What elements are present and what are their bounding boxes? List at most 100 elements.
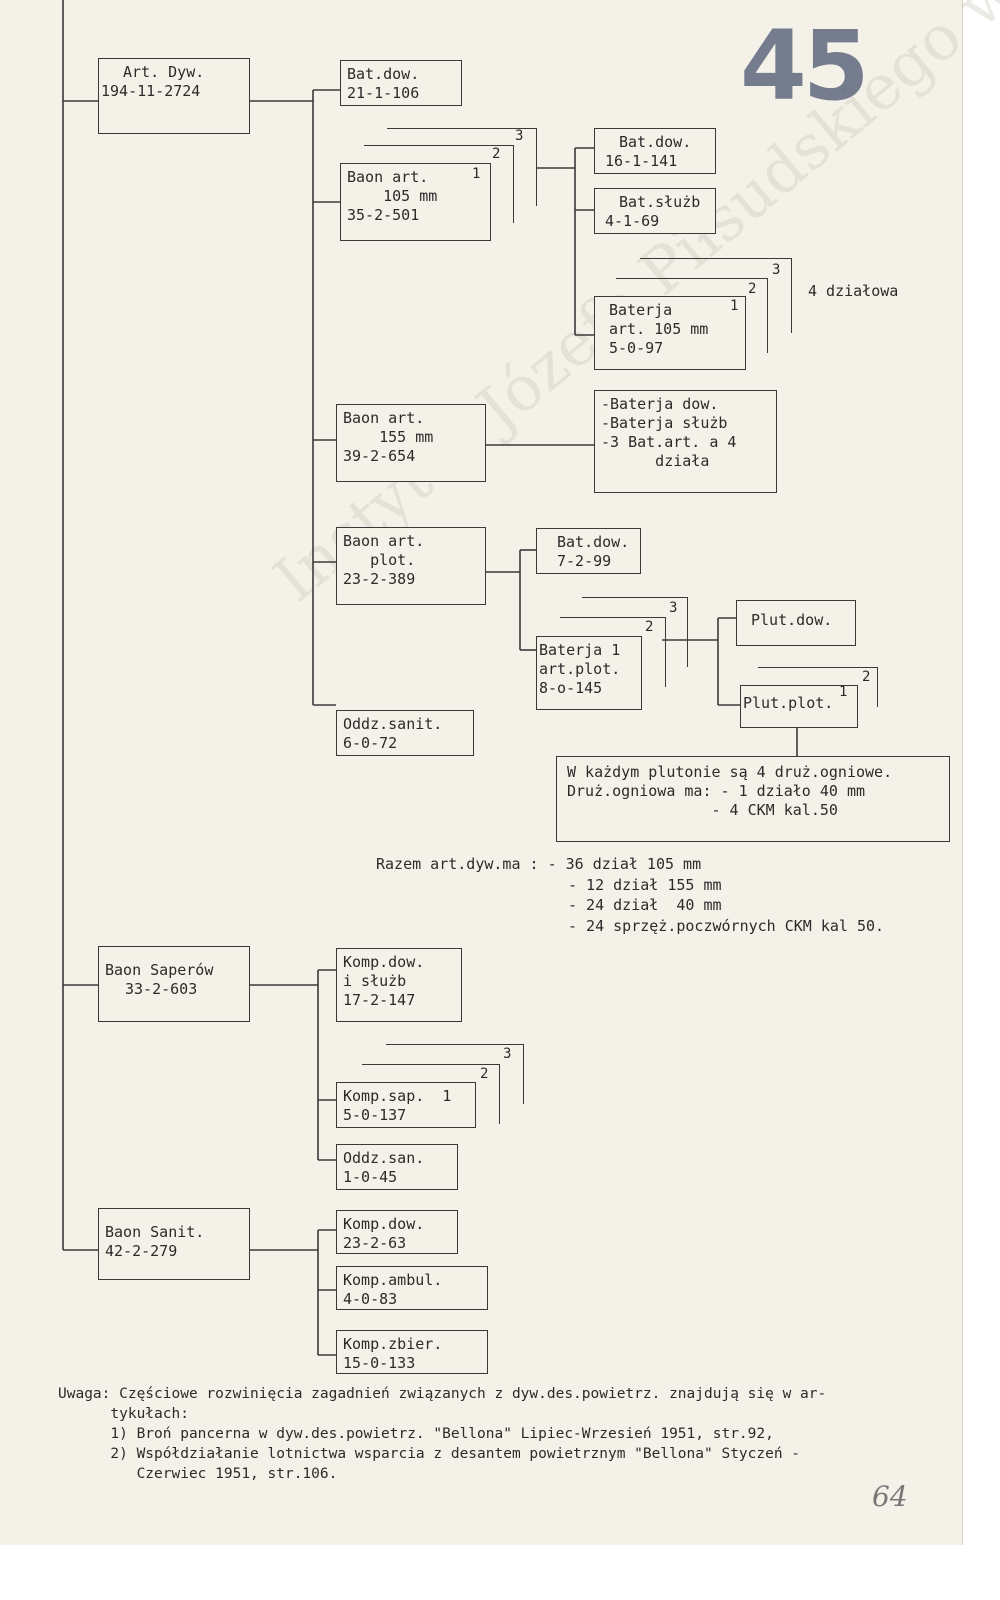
page-stamp-number: 45 [740, 10, 870, 122]
baon105-box: Baon art. 105 mm 35-2-501 [340, 163, 491, 241]
komp-sap-line2: 5-0-137 [343, 1106, 407, 1124]
plut-dow-line1: Plut.dow. [751, 611, 833, 629]
bat-sluzb-line1: Bat.służb [619, 193, 701, 211]
komp-sap-stack-2 [362, 1064, 500, 1124]
uwaga-line4: 2) Współdziałanie lotnictwa wsparcia z d… [58, 1446, 801, 1462]
bateria105-stack-3 [640, 258, 792, 333]
pluton-note-box: W każdym plutonie są 4 druż.ogniowe. Dru… [556, 756, 950, 842]
bateria-plot-line3: 8-o-145 [539, 679, 603, 697]
bateria105-box: Baterja art. 105 mm 5-0-97 [594, 296, 746, 370]
uwaga-line3: 1) Broń pancerna w dyw.des.powietrz. "Be… [58, 1426, 774, 1442]
baon-saperow-line2: 33-2-603 [125, 980, 198, 998]
bateria-plot-line2: art.plot. [539, 660, 621, 678]
bat155-list-line3: -3 Bat.art. a 4 [601, 433, 737, 451]
bateria-plot-stack-3 [582, 597, 688, 667]
komp-sap-stack-3 [386, 1044, 524, 1104]
uwaga-note: Uwaga: Częściowe rozwinięcia zagadnień z… [58, 1384, 826, 1484]
plut-plot-box: Plut.plot. [740, 685, 858, 728]
baon155-box: Baon art. 155 mm 39-2-654 [336, 404, 486, 482]
komp-dow-san-line1: Komp.dow. [343, 1215, 425, 1233]
bateria105-num2: 2 [748, 281, 757, 297]
handwritten-page-number: 64 [872, 1480, 908, 1513]
baon105-num1: 1 [472, 166, 481, 182]
baon-sanit-line2: 42-2-279 [105, 1242, 178, 1260]
bat155-list-box: -Baterja dow. -Baterja służb -3 Bat.art.… [594, 390, 777, 493]
komp-zbier-line2: 15-0-133 [343, 1354, 416, 1372]
bat-dow-top-box: Bat.dow. 21-1-106 [340, 60, 462, 106]
razem-line2: - 12 dział 155 mm [568, 876, 722, 894]
plut-plot-num1: 1 [839, 684, 848, 700]
bateria105-line2: art. 105 mm [609, 320, 709, 338]
komp-dow-sl-line3: 17-2-147 [343, 991, 416, 1009]
bat-dow-plot-line2: 7-2-99 [557, 552, 612, 570]
bat155-list-line4: działa [601, 452, 710, 470]
dzialowa-note: 4 działowa [808, 282, 899, 300]
baon155-line3: 39-2-654 [343, 447, 416, 465]
baon155-line1: Baon art. [343, 409, 425, 427]
baon-plot-line3: 23-2-389 [343, 570, 416, 588]
komp-ambul-line2: 4-0-83 [343, 1290, 398, 1308]
baon-plot-box: Baon art. plot. 23-2-389 [336, 527, 486, 605]
bat155-list-line1: -Baterja dow. [601, 395, 719, 413]
art-dyw-line1: Art. Dyw. [123, 63, 205, 81]
bat155-list-line2: -Baterja służb [601, 414, 728, 432]
baon-sanit-line1: Baon Sanit. [105, 1223, 205, 1241]
bat-sluzb-box: Bat.służb 4-1-69 [594, 188, 716, 234]
bateria105-line1: Baterja [609, 301, 673, 319]
bat-dow-top-line2: 21-1-106 [347, 84, 420, 102]
oddz-san-line1: Oddz.san. [343, 1149, 425, 1167]
baon105-line1: Baon art. [347, 168, 429, 186]
komp-ambul-line1: Komp.ambul. [343, 1271, 443, 1289]
oddz-sanit-box: Oddz.sanit. 6-0-72 [336, 710, 474, 756]
baon-plot-line1: Baon art. [343, 532, 425, 550]
plut-plot-line1: Plut.plot. [743, 694, 834, 712]
pluton-note-line2: Druż.ogniowa ma: - 1 działo 40 mm [567, 782, 866, 800]
baon105-stack-2 [364, 145, 514, 223]
oddz-san-box: Oddz.san. 1-0-45 [336, 1144, 458, 1190]
art-dyw-box: Art. Dyw. 194-11-2724 [98, 58, 250, 134]
bateria105-num3: 3 [772, 262, 781, 278]
bateria-plot-box: Baterja 1 art.plot. 8-o-145 [536, 636, 642, 710]
baon105-num2: 2 [492, 146, 501, 162]
komp-ambul-box: Komp.ambul. 4-0-83 [336, 1266, 488, 1310]
oddz-san-line2: 1-0-45 [343, 1168, 398, 1186]
baon105-stack-3 [387, 128, 537, 206]
komp-dow-sl-line1: Komp.dow. [343, 953, 425, 971]
pluton-note-line3: - 4 CKM kal.50 [567, 801, 838, 819]
komp-sap-box: Komp.sap. 1 5-0-137 [336, 1082, 476, 1128]
razem-line4: - 24 sprzęż.poczwórnych CKM kal 50. [568, 917, 885, 935]
plut-plot-num2: 2 [862, 669, 871, 685]
bat-dow-105-line1: Bat.dow. [619, 133, 692, 151]
plut-plot-stack-2 [758, 667, 878, 707]
bateria-plot-line1: Baterja 1 [539, 641, 621, 659]
bat-dow-plot-box: Bat.dow. 7-2-99 [536, 528, 641, 574]
bat-sluzb-line2: 4-1-69 [605, 212, 660, 230]
baon-saperow-box: Baon Saperów 33-2-603 [98, 946, 250, 1022]
uwaga-line2: tykułach: [58, 1406, 189, 1422]
baon155-line2: 155 mm [343, 428, 434, 446]
bateria-plot-num3: 3 [669, 600, 678, 616]
komp-zbier-box: Komp.zbier. 15-0-133 [336, 1330, 488, 1374]
komp-sap-line1: Komp.sap. 1 [343, 1087, 452, 1105]
bat-dow-plot-line1: Bat.dow. [557, 533, 630, 551]
razem-line3: - 24 dział 40 mm [568, 896, 722, 914]
komp-sap-num3: 3 [503, 1046, 512, 1062]
bateria-plot-stack-2 [560, 617, 666, 687]
plut-dow-box: Plut.dow. [736, 600, 856, 646]
bat-dow-top-line1: Bat.dow. [347, 65, 420, 83]
bat-dow-105-line2: 16-1-141 [605, 152, 678, 170]
komp-dow-sl-box: Komp.dow. i służb 17-2-147 [336, 948, 462, 1022]
art-dyw-line2: 194-11-2724 [101, 82, 201, 100]
bateria105-num1: 1 [730, 298, 739, 314]
komp-dow-san-box: Komp.dow. 23-2-63 [336, 1210, 458, 1254]
uwaga-line1: Uwaga: Częściowe rozwinięcia zagadnień z… [58, 1386, 827, 1402]
komp-zbier-line1: Komp.zbier. [343, 1335, 443, 1353]
baon-saperow-line1: Baon Saperów [105, 961, 214, 979]
oddz-sanit-line1: Oddz.sanit. [343, 715, 443, 733]
bateria105-line3: 5-0-97 [609, 339, 664, 357]
bateria105-stack-2 [616, 278, 768, 353]
baon105-num3: 3 [515, 128, 524, 144]
komp-dow-sl-line2: i służb [343, 972, 407, 990]
uwaga-line5: Czerwiec 1951, str.106. [58, 1466, 338, 1482]
